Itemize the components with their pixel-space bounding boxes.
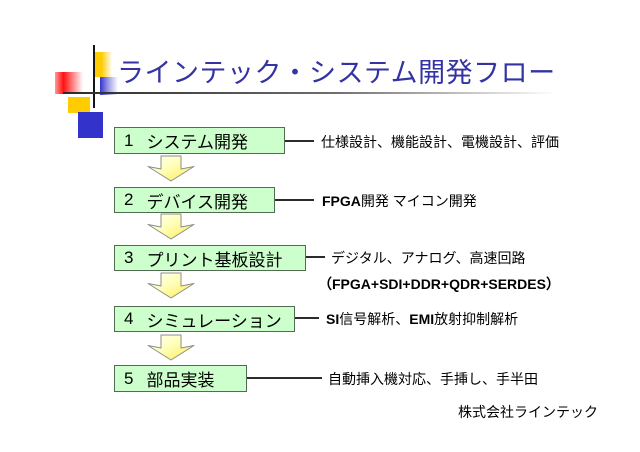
- flow-step-3-box: 3 プリント基板設計: [114, 245, 306, 271]
- step-label: プリント基板設計: [146, 250, 283, 270]
- step-label: 部品実装: [146, 371, 215, 390]
- step-label: デバイス開発: [146, 192, 248, 212]
- connector-line: [306, 256, 325, 258]
- down-arrow-icon: [147, 272, 195, 299]
- step-label: システム開発: [146, 133, 248, 152]
- down-arrow-icon: [147, 155, 195, 182]
- flow-step-4-box: 4 シミュレーション: [114, 306, 295, 332]
- connector-line: [275, 199, 314, 201]
- flow-step-1-box: 1 システム開発: [114, 127, 285, 154]
- deco-yellow-square: [68, 97, 90, 113]
- page-title: ラインテック・システム開発フロー: [117, 58, 556, 88]
- step-1-description: 仕様設計、機能設計、電機設計、評価: [321, 134, 559, 150]
- step-4-description: SI信号解析、EMI放射抑制解析: [326, 311, 519, 327]
- title-underline: [63, 92, 557, 94]
- step-number: 1: [124, 130, 134, 150]
- connector-line: [285, 140, 314, 142]
- step-3-description-line-1: デジタル、アナログ、高速回路: [331, 250, 526, 266]
- step-5-description: 自動挿入機対応、手挿し、手半田: [328, 371, 538, 387]
- down-arrow-icon: [147, 334, 195, 361]
- deco-red-square: [55, 72, 83, 94]
- step-number: 4: [124, 309, 134, 328]
- step-number: 2: [124, 190, 134, 209]
- deco-blue-square: [78, 112, 103, 138]
- deco-blue-gradient-square: [100, 77, 118, 95]
- step-number: 5: [124, 368, 134, 388]
- deco-yellow-gradient-square: [93, 52, 112, 77]
- flow-step-2-box: 2 デバイス開発: [114, 187, 275, 213]
- company-name: 株式会社ラインテック: [458, 404, 598, 420]
- connector-line: [295, 317, 319, 319]
- step-number: 3: [124, 248, 134, 267]
- step-3-description-line-2: （FPGA+SDI+DDR+QDR+SERDES）: [318, 276, 560, 292]
- flow-step-5-box: 5 部品実装: [114, 365, 247, 392]
- connector-line: [247, 377, 322, 379]
- down-arrow-icon: [147, 213, 195, 240]
- step-2-description: FPGA開発 マイコン開発: [322, 193, 477, 209]
- step-label: シミュレーション: [146, 311, 282, 331]
- deco-vertical-line: [93, 45, 95, 108]
